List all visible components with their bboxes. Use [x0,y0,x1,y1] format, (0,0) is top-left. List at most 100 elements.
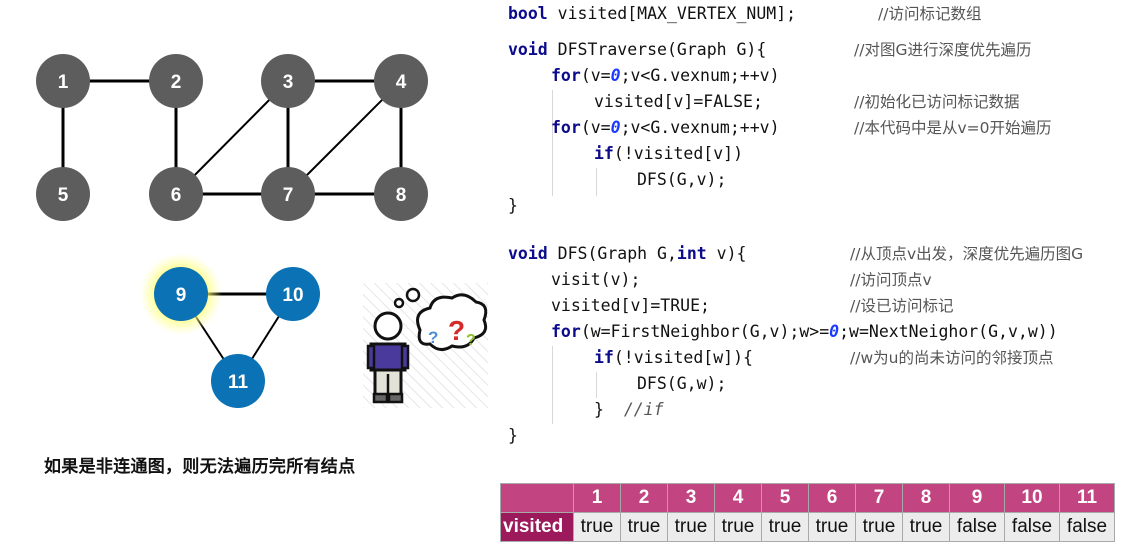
visited-value-cell: true [761,512,809,542]
code-comment: //对图G进行深度优先遍历 [854,41,1032,59]
keyword: int [676,244,707,263]
keyword: for [551,322,581,341]
graph-node-2 [149,54,203,108]
code-line: } [508,196,518,215]
code-text: (!visited[v]) [613,144,744,163]
code-comment: //w为u的尚未访问的邻接顶点 [850,349,1054,367]
graph-node-7 [261,167,315,221]
vertex-column-header: 3 [667,483,715,513]
code-line: DFS(G,w); [637,374,727,393]
code-comment: //本代码中是从v=0开始遍历 [854,119,1052,137]
keyword: if [594,348,614,367]
graph-node-1 [36,54,90,108]
code-line: for(w=FirstNeighbor(G,v);w>=0;w=NextNeig… [551,320,1058,344]
graph-node-label: 4 [396,72,407,93]
vertex-column-header: 2 [620,483,668,513]
visited-row-label: visited [500,512,574,542]
code-line: void DFS(Graph G,int v){ [508,242,746,266]
vertex-column-header: 8 [902,483,950,513]
vertex-column-header: 9 [949,483,1005,513]
graph-node-label: 7 [283,185,294,206]
code-text: (v= [580,118,611,137]
table-corner-cell [500,483,574,513]
graph-node-8 [374,167,428,221]
visited-value-cell: true [667,512,715,542]
caption-disconnected-graph: 如果是非连通图，则无法遍历完所有结点 [44,457,356,477]
code-text: DFSTraverse(Graph G){ [547,40,767,59]
graph-node-label: 9 [176,285,187,306]
svg-text:?: ? [448,315,465,346]
visited-value-cell: false [1059,512,1115,542]
code-comment: //if [623,400,664,419]
edges-layer [61,79,403,382]
graph-node-label: 1 [58,72,69,93]
code-text: (w=FirstNeighbor(G,v);w>= [580,322,830,341]
graph-node-label: 10 [282,285,303,306]
confused-person-icon: ? ? ? [363,283,488,408]
code-text: } [594,400,604,419]
code-text: ;v<G.vexnum;++v) [620,118,780,137]
svg-text:?: ? [466,332,476,349]
vertex-column-header: 6 [808,483,856,513]
code-text: v){ [706,244,747,263]
code-text: ;v<G.vexnum;++v) [620,66,780,85]
code-line: if(!visited[w]){ [594,346,753,370]
number: 0 [610,66,621,85]
code-text: (v= [580,66,611,85]
visited-value-cell: true [620,512,668,542]
code-line: for(v=0;v<G.vexnum;++v) [551,64,780,88]
keyword: bool [508,4,548,23]
graph-node-label: 6 [171,185,182,206]
code-line: } [508,426,518,445]
number: 0 [610,118,621,137]
code-comment: //访问标记数组 [878,5,982,23]
graph-node-5 [36,167,90,221]
graph-node-4 [374,54,428,108]
vertex-column-header: 10 [1004,483,1060,513]
graph-node-9 [154,267,208,321]
visited-value-cell: true [855,512,903,542]
code-text: visited[MAX_VERTEX_NUM]; [547,4,797,23]
vertex-column-header: 1 [573,483,621,513]
graph-node-label: 2 [171,72,182,93]
keyword: for [551,118,581,137]
code-line: visit(v); [551,270,641,289]
code-line: void DFSTraverse(Graph G){ [508,38,766,62]
code-comment: //初始化已访问标记数据 [854,93,1020,111]
graph-node-label: 5 [58,185,69,206]
code-line: DFS(G,v); [637,170,727,189]
visited-value-cell: false [949,512,1005,542]
visited-value-cell: true [714,512,762,542]
visited-value-cell: true [902,512,950,542]
code-text: (!visited[w]){ [613,348,753,367]
code-line: visited[v]=FALSE; [594,92,763,111]
vertex-column-header: 4 [714,483,762,513]
code-line: } //if [594,398,664,422]
code-comment: //设已访问标记 [850,297,954,315]
indent-guide [596,372,597,398]
graph-node-11 [211,354,265,408]
indent-guide [552,90,553,196]
visited-value-cell: true [808,512,856,542]
number: 0 [829,322,840,341]
code-line: for(v=0;v<G.vexnum;++v) [551,116,780,140]
graph-node-3 [261,54,315,108]
svg-text:?: ? [428,328,438,347]
vertex-column-header: 11 [1059,483,1115,513]
keyword: if [594,144,614,163]
code-comment: //从顶点v出发，深度优先遍历图G [850,245,1084,263]
code-line: if(!visited[v]) [594,142,743,166]
keyword: for [551,66,581,85]
graph-node-label: 8 [396,185,407,206]
visited-value-cell: false [1004,512,1060,542]
visited-value-cell: true [573,512,621,542]
code-line: visited[v]=TRUE; [551,296,710,315]
graph-node-10 [266,267,320,321]
code-text: ;w=NextNeighor(G,v,w)) [839,322,1058,341]
graph-node-label: 3 [283,72,294,93]
